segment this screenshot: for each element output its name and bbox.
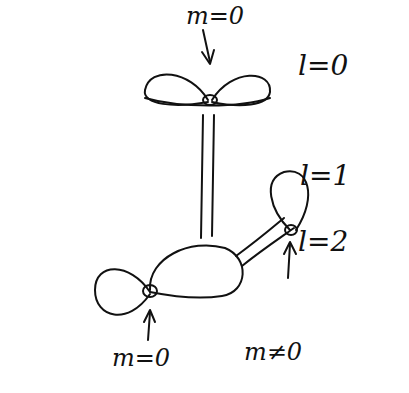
orbital-label: m=0: [186, 4, 244, 28]
arrow-head: [144, 310, 155, 322]
double-line: [212, 115, 214, 236]
double-line: [201, 115, 203, 238]
lobe: [150, 245, 243, 297]
orbital-label: l=0: [298, 52, 348, 80]
double-line: [236, 218, 284, 256]
nucleus: [143, 285, 157, 297]
lobe: [95, 269, 150, 314]
nucleus: [285, 225, 297, 235]
orbital-label: l=1: [300, 162, 350, 190]
leader-line: [288, 244, 290, 278]
orbital-label: m≠0: [244, 340, 302, 364]
leader-line: [148, 312, 150, 340]
orbital-label: m=0: [112, 346, 170, 370]
arrow-head: [202, 50, 214, 64]
nucleus: [203, 95, 217, 105]
orbital-label: l=2: [298, 228, 348, 256]
arrow-head: [284, 242, 296, 254]
